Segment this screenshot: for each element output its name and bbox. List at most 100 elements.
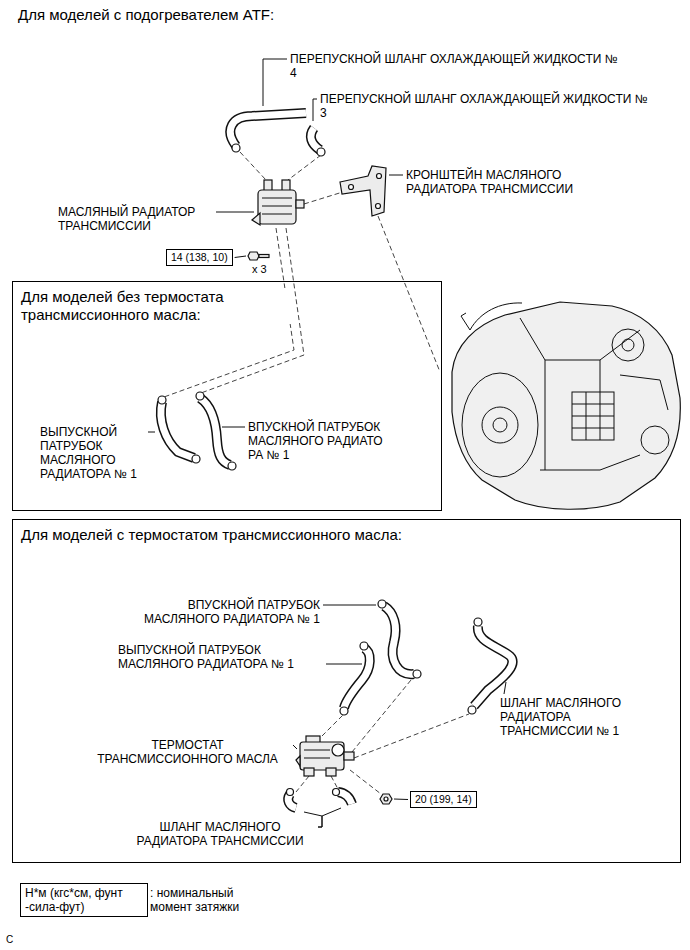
cooler-pipe [158, 396, 166, 404]
leader-line [504, 682, 506, 694]
cooler-bracket [340, 166, 386, 216]
panel-heading: Для моделей с термостатом трансмиссионно… [21, 526, 402, 544]
leader-line [216, 212, 254, 213]
transaxle-illustration [461, 313, 470, 330]
assembly-dashed-line [354, 714, 469, 758]
transaxle-illustration [452, 302, 680, 509]
transaxle-illustration [482, 407, 518, 443]
cooler-hose [288, 794, 296, 808]
torque-box: 14 (138, 10) [166, 249, 233, 266]
torque-value: 20 (199, 14) [415, 793, 472, 806]
part-label: ТЕРМОСТАТ ТРАНСМИССИОННОГО МАСЛА [85, 738, 290, 766]
cooler-hose [287, 789, 294, 796]
cooler-pipe [200, 398, 230, 465]
leader-line [389, 175, 403, 176]
leader-line [148, 432, 155, 433]
transaxle-illustration [641, 426, 669, 454]
nut-symbol [380, 794, 392, 804]
cooler-pipe [344, 648, 370, 708]
diagram-title: Для моделей с подогревателем ATF: [18, 6, 274, 24]
transaxle-illustration [545, 360, 600, 470]
oil-thermostat [332, 744, 344, 756]
cooler-bracket [376, 204, 381, 209]
part-label: ПЕРЕПУСКНОЙ ШЛАНГ ОХЛАЖДАЮЩЕЙ ЖИДКОСТИ №… [320, 92, 650, 120]
nut-symbol [384, 797, 388, 801]
transaxle-illustration [493, 418, 507, 432]
leader-line [394, 799, 408, 801]
cooler-hose [288, 794, 296, 808]
cooler-hose [333, 789, 340, 796]
part-label: КРОНШТЕЙН МАСЛЯНОГО РАДИАТОРА ТРАНСМИССИ… [406, 168, 596, 196]
leader-line [326, 664, 362, 665]
cooler-bracket [349, 185, 354, 190]
figure-code: C [6, 934, 13, 946]
transaxle-illustration [612, 329, 644, 361]
oil-thermostat [304, 768, 314, 776]
transaxle-illustration [462, 373, 538, 477]
cooler-hose [474, 626, 513, 706]
part-label: ВПУСКНОЙ ПАТРУБОК МАСЛЯНОГО РАДИАТО РА №… [248, 420, 398, 462]
cooler-pipe [413, 670, 421, 678]
transaxle-illustration [622, 339, 634, 351]
bolt-symbol [259, 255, 269, 258]
assembly-dashed-line [240, 152, 266, 180]
oil-cooler [252, 213, 260, 225]
cooler-pipe [340, 707, 348, 715]
legend-text: : номинальный момент затяжки [150, 886, 260, 914]
legend-sample-box: Н*м (кгс*см, фунт -сила-фут) [20, 883, 148, 917]
cooler-pipe [344, 648, 370, 708]
nut-symbol [380, 794, 392, 804]
oil-cooler [252, 180, 304, 225]
leader-line [293, 745, 297, 749]
assembly-dashed-line [378, 216, 440, 372]
part-label: ВЫПУСКНОЙ ПАТРУБОК МАСЛЯНОГО РАДИАТОРА №… [118, 643, 323, 671]
cooler-pipe [378, 600, 386, 608]
part-label: ШЛАНГ МАСЛЯНОГО РАДИАТОРА ТРАНСМИССИИ № … [500, 696, 650, 738]
part-label: ВЫПУСКНОЙ ПАТРУБОК МАСЛЯНОГО РАДИАТОРА №… [40, 425, 145, 481]
bypass-hose [232, 144, 240, 152]
quantity-label: x 3 [252, 263, 267, 276]
assembly-dashed-line [164, 152, 469, 794]
transaxle-illustration [520, 318, 640, 360]
cooler-hose [338, 792, 352, 804]
leader-line [318, 808, 341, 827]
part-label: ПЕРЕПУСКНОЙ ШЛАНГ ОХЛАЖДАЮЩЕЙ ЖИДКОСТИ №… [290, 52, 620, 80]
transaxle-illustration [470, 303, 522, 330]
cooler-hose [474, 626, 513, 706]
leader-line [222, 427, 245, 428]
bypass-hose [230, 113, 306, 146]
cooler-bracket [377, 174, 382, 179]
assembly-dashed-line [352, 680, 411, 752]
torque-unit: Н*м (кгс*см, фунт -сила-фут) [25, 886, 143, 914]
cooler-pipe [384, 606, 414, 674]
cooler-hose [468, 706, 476, 714]
torque-box: 20 (199, 14) [410, 791, 477, 808]
assembly-dashed-line [296, 776, 309, 792]
bypass-hose [230, 113, 325, 156]
cooler-pipe [161, 402, 194, 458]
transaxle-illustration [452, 302, 680, 509]
cooler-pipe [228, 462, 236, 470]
cooler-bracket [340, 166, 386, 216]
cooler-hose [474, 618, 482, 626]
part-label: ШЛАНГ МАСЛЯНОГО РАДИАТОРА ТРАНСМИССИИ [125, 820, 315, 848]
transaxle-illustration [620, 375, 668, 410]
leader-line [323, 605, 376, 606]
leader-line [313, 99, 317, 121]
oil-cooler [258, 190, 296, 224]
oil-cooler [296, 200, 304, 208]
leader-line [304, 812, 322, 827]
variant-panel: Для моделей с термостатом трансмиссионно… [12, 519, 681, 863]
cooler-pipe [196, 392, 204, 400]
cooler-pipe [200, 398, 230, 465]
cooler-pipe [161, 402, 194, 458]
bolt-symbol [248, 252, 259, 260]
transaxle-illustration [572, 392, 614, 440]
oil-thermostat [344, 752, 354, 760]
bolt-symbol [248, 252, 269, 260]
oil-thermostat [296, 756, 300, 766]
assembly-dashed-line [350, 770, 381, 794]
cooler-pipe [360, 642, 368, 650]
torque-value: 14 (138, 10) [171, 251, 228, 264]
